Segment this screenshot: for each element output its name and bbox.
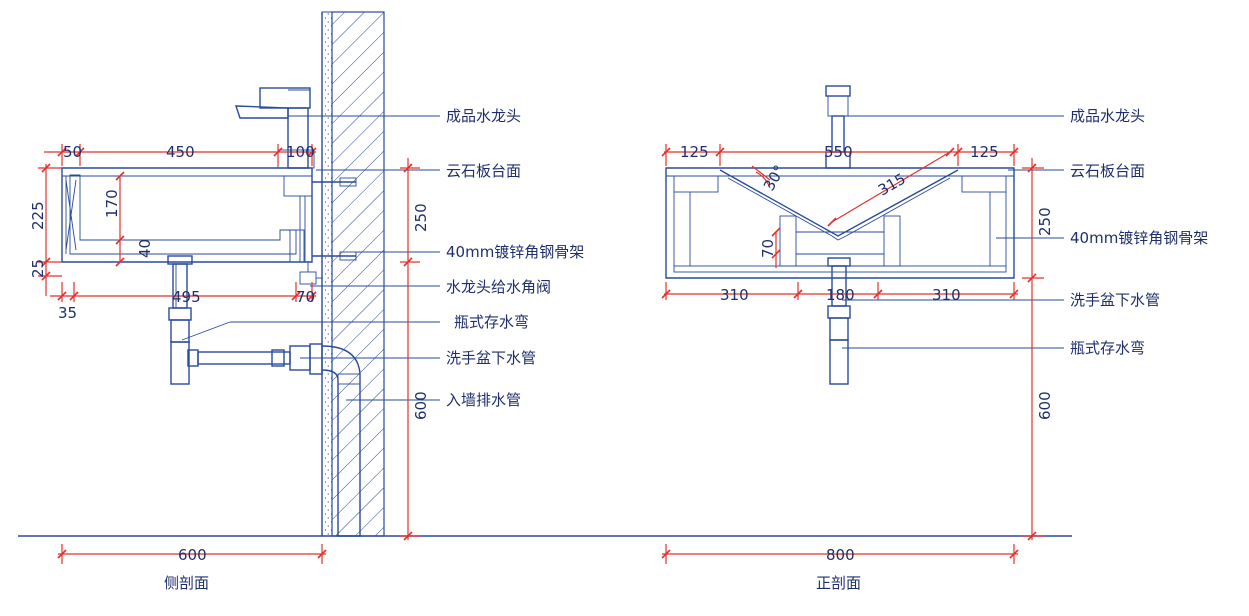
front-dimensions	[661, 144, 1044, 564]
front-dim-counter-height: 250	[1036, 207, 1054, 236]
front-dim-inner-height: 70	[759, 239, 777, 258]
side-label-countertop: 云石板台面	[446, 162, 521, 180]
front-view-title: 正剖面	[816, 574, 861, 592]
side-dim-counter-height: 250	[412, 203, 430, 232]
front-dim-top-mid: 550	[824, 143, 853, 161]
front-dim-overall: 800	[826, 546, 855, 564]
front-dim-angle: 30°	[760, 162, 789, 194]
front-label-drain-pipe: 洗手盆下水管	[1070, 291, 1160, 309]
front-label-frame: 40mm镀锌角钢骨架	[1070, 229, 1208, 247]
side-label-wall-drain: 入墙排水管	[446, 391, 521, 409]
side-dim-top-right: 100	[286, 143, 315, 161]
front-dim-top-left: 125	[680, 143, 709, 161]
side-dimensions	[38, 144, 420, 564]
side-dim-overall: 600	[178, 546, 207, 564]
side-dim-floor-height: 600	[412, 391, 430, 420]
front-basin	[665, 167, 1015, 279]
front-dim-bottom-mid: 180	[826, 286, 855, 304]
side-angle-valve-icon	[299, 262, 322, 285]
side-bottle-trap-icon	[167, 255, 361, 537]
side-label-faucet: 成品水龙头	[446, 107, 521, 125]
side-faucet-icon	[235, 87, 315, 169]
side-dim-top-left: 50	[63, 143, 82, 161]
wall	[321, 11, 385, 537]
side-dim-valve-offset: 70	[296, 288, 315, 306]
side-dim-basin-depth: 170	[103, 189, 121, 218]
side-label-frame: 40mm镀锌角钢骨架	[446, 243, 584, 261]
front-dim-floor-height: 600	[1036, 391, 1054, 420]
front-label-faucet: 成品水龙头	[1070, 107, 1145, 125]
side-leaders	[181, 115, 440, 401]
side-dim-height-total: 225	[29, 201, 47, 230]
side-label-drain-pipe: 洗手盆下水管	[446, 349, 536, 367]
front-dim-bottom-left: 310	[720, 286, 749, 304]
front-label-countertop: 云石板台面	[1070, 162, 1145, 180]
front-bottle-trap-icon	[827, 257, 851, 385]
side-section: 50 450 100 225 25 170 40 495 35 70 250 6…	[29, 11, 584, 592]
front-dim-bottom-right: 310	[932, 286, 961, 304]
side-dim-basin-bottom: 40	[136, 239, 154, 258]
side-dim-bottom-span: 495	[172, 288, 201, 306]
side-dim-bottom-left: 35	[58, 304, 77, 322]
side-view-title: 侧剖面	[164, 574, 209, 592]
side-label-bottle-trap: 瓶式存水弯	[454, 313, 529, 331]
front-label-bottle-trap: 瓶式存水弯	[1070, 339, 1145, 357]
side-label-angle-valve: 水龙头给水角阀	[446, 278, 551, 296]
front-section: 125 550 125 30° 315 70 310 180 310 250 6…	[661, 85, 1208, 592]
side-dim-top-basin: 450	[166, 143, 195, 161]
side-dim-height-base: 25	[29, 259, 47, 278]
front-leaders	[842, 115, 1064, 349]
front-dim-slope: 315	[875, 170, 909, 200]
front-dim-top-right: 125	[970, 143, 999, 161]
side-basin	[61, 167, 357, 263]
